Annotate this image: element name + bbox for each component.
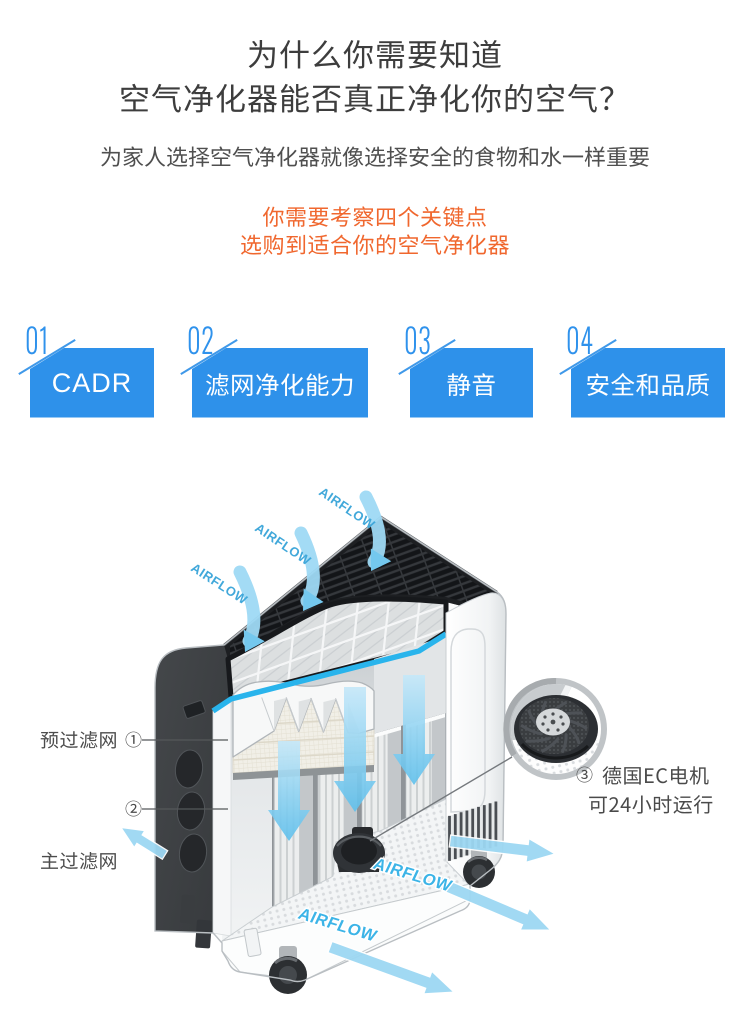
exit-arrows [119,826,557,995]
motor-fan-graphic [514,695,598,763]
filter-top-grid [225,596,449,700]
key-point-box-1: CADR [30,348,154,418]
fan [333,827,385,873]
tray-latch [243,927,262,958]
caster-feet [180,894,212,949]
deck-shadow [233,765,374,780]
motor-callout [369,677,607,842]
page-title-line1: 为什么你需要知道 [247,30,503,75]
purifier-diagram: AIRFLOW AIRFLOW AIRFLOW AIRFLOW AIRFLOW [40,484,714,995]
prefilter-label: 预过滤网 [40,726,118,753]
key-point-label-4: 安全和品质 [585,366,711,402]
key-point-label-2: 滤网净化能力 [205,366,355,402]
key-point-box-4: 安全和品质 [571,348,725,418]
mainfilter-marker: ② [125,795,142,820]
key-point-label-1: CADR [51,367,133,398]
page-title-line2: 空气净化器能否真正净化你的空气？ [119,74,631,119]
key-point-box-2: 滤网净化能力 [192,348,368,418]
motor-label-line1: 德国EC电机 [602,760,710,789]
key-point-label-3: 静音 [446,366,497,402]
prefilter-marker: ① [125,726,142,751]
key-point-number-2: 02 [187,313,215,364]
highlight-line2: 选购到适合你的空气净化器 [239,228,510,260]
page-subtitle: 为家人选择空气净化器就像选择安全的食物和水一样重要 [99,140,650,172]
motor-marker: ③ [576,761,593,786]
diagram-labels: 预过滤网 ① ② 主过滤网 ③ 德国EC电机 可24小时运行 [40,726,714,874]
key-point-box-3: 静音 [410,348,533,418]
caster-wheel-center [269,946,307,994]
interior-airflow-arrows [268,675,435,841]
right-panel-seam [450,628,486,813]
mainfilter-label: 主过滤网 [40,847,118,874]
key-point-number-4: 04 [566,313,594,364]
callout-leader-line [369,756,513,842]
top-grille-texture [230,523,501,656]
panel-slot [182,700,206,719]
left-cut-wall [212,698,232,937]
highlight-line1: 你需要考察四个关键点 [262,200,488,232]
cyan-band [211,631,448,714]
motor-label-line2: 可24小时运行 [588,789,714,818]
key-point-number-1: 01 [25,313,49,364]
key-point-number-3: 03 [404,313,432,364]
